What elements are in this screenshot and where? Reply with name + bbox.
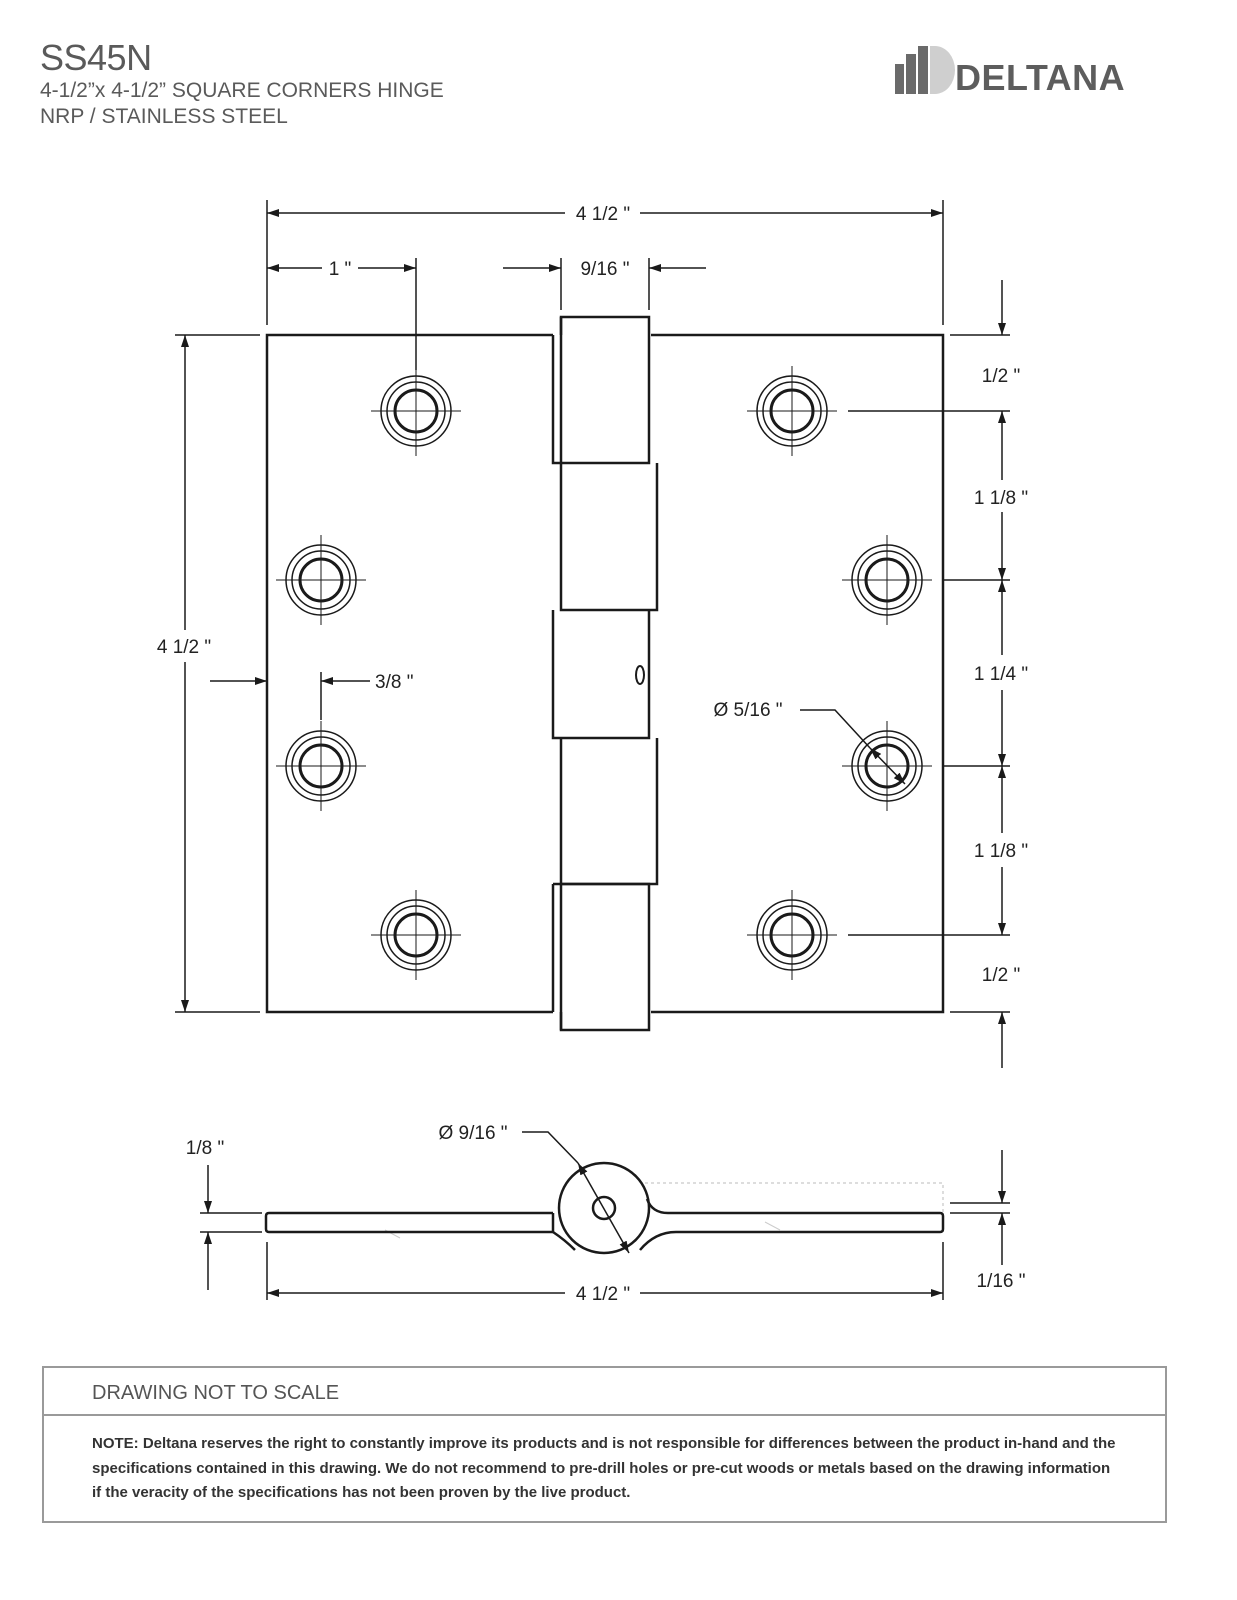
disclaimer-box: DRAWING NOT TO SCALE NOTE: Deltana reser… xyxy=(42,1366,1167,1523)
screw-hole xyxy=(276,535,366,625)
disclaimer-text: NOTE: Deltana reserves the right to cons… xyxy=(92,1435,1116,1501)
dim-leaf-thickness: 1/16 " xyxy=(976,1271,1025,1292)
brand-logo: DELTANA xyxy=(895,40,1175,100)
deltana-logo-icon xyxy=(895,46,955,94)
dim-top-margin: 1/2 " xyxy=(982,366,1020,387)
knuckle-middle xyxy=(551,610,651,740)
pin-screw xyxy=(635,665,645,685)
dim-bottom-margin: 1/2 " xyxy=(982,965,1020,986)
dimension-lines xyxy=(175,200,1010,1068)
dim-overall-width-bottom: 4 1/2 " xyxy=(576,1284,630,1305)
dim-hole-inset: 3/8 " xyxy=(375,672,413,693)
model-number: SS45N xyxy=(40,37,152,78)
side-left-leaf xyxy=(264,1211,553,1234)
screw-hole xyxy=(747,890,837,980)
hinge-side-view xyxy=(264,1161,945,1255)
dim-hole-offset: 1 " xyxy=(329,259,352,280)
dim-overall-width-top: 4 1/2 " xyxy=(576,204,630,225)
dim-knuckle-width: 9/16 " xyxy=(580,259,629,280)
dim-knuckle-offset: 1/8 " xyxy=(186,1138,224,1159)
side-dimension-lines xyxy=(200,1131,1010,1300)
side-right-leaf xyxy=(639,1198,945,1251)
screw-hole xyxy=(276,721,366,811)
knuckle-top xyxy=(551,315,651,465)
dimension-labels: 4 1/2 " 1 " 9/16 " 4 1/2 " 3/8 " 1/2 " 1… xyxy=(157,204,1028,1305)
screw-holes xyxy=(276,366,932,980)
dim-spacing-3: 1 1/8 " xyxy=(974,841,1028,862)
product-description: 4-1/2”x 4-1/2” SQUARE CORNERS HINGE xyxy=(40,79,444,102)
brand-name: DELTANA xyxy=(955,57,1126,98)
right-leaf xyxy=(651,333,945,1014)
knuckle-mid-lower xyxy=(559,738,659,886)
knuckle-bottom xyxy=(551,882,651,1032)
hinge-front-view xyxy=(265,315,945,1032)
screw-hole xyxy=(371,366,461,456)
dim-spacing-1: 1 1/8 " xyxy=(974,488,1028,509)
screw-hole xyxy=(842,535,932,625)
screw-hole xyxy=(371,890,461,980)
disclaimer-title: DRAWING NOT TO SCALE xyxy=(92,1382,340,1404)
title-block: SS45N 4-1/2”x 4-1/2” SQUARE CORNERS HING… xyxy=(40,38,444,130)
left-leaf xyxy=(265,333,553,1014)
knuckle-mid-upper xyxy=(559,463,659,612)
screw-hole xyxy=(747,366,837,456)
dim-hole-diameter: Ø 5/16 " xyxy=(713,700,782,721)
dim-spacing-2: 1 1/4 " xyxy=(974,664,1028,685)
dim-knuckle-diameter: Ø 9/16 " xyxy=(438,1123,507,1144)
dim-overall-height: 4 1/2 " xyxy=(157,637,211,658)
product-material: NRP / STAINLESS STEEL xyxy=(40,105,288,128)
hinge-drawing: 4 1/2 " 1 " 9/16 " 4 1/2 " 3/8 " 1/2 " 1… xyxy=(157,200,1028,1305)
disclaimer-divider xyxy=(44,1414,1165,1416)
